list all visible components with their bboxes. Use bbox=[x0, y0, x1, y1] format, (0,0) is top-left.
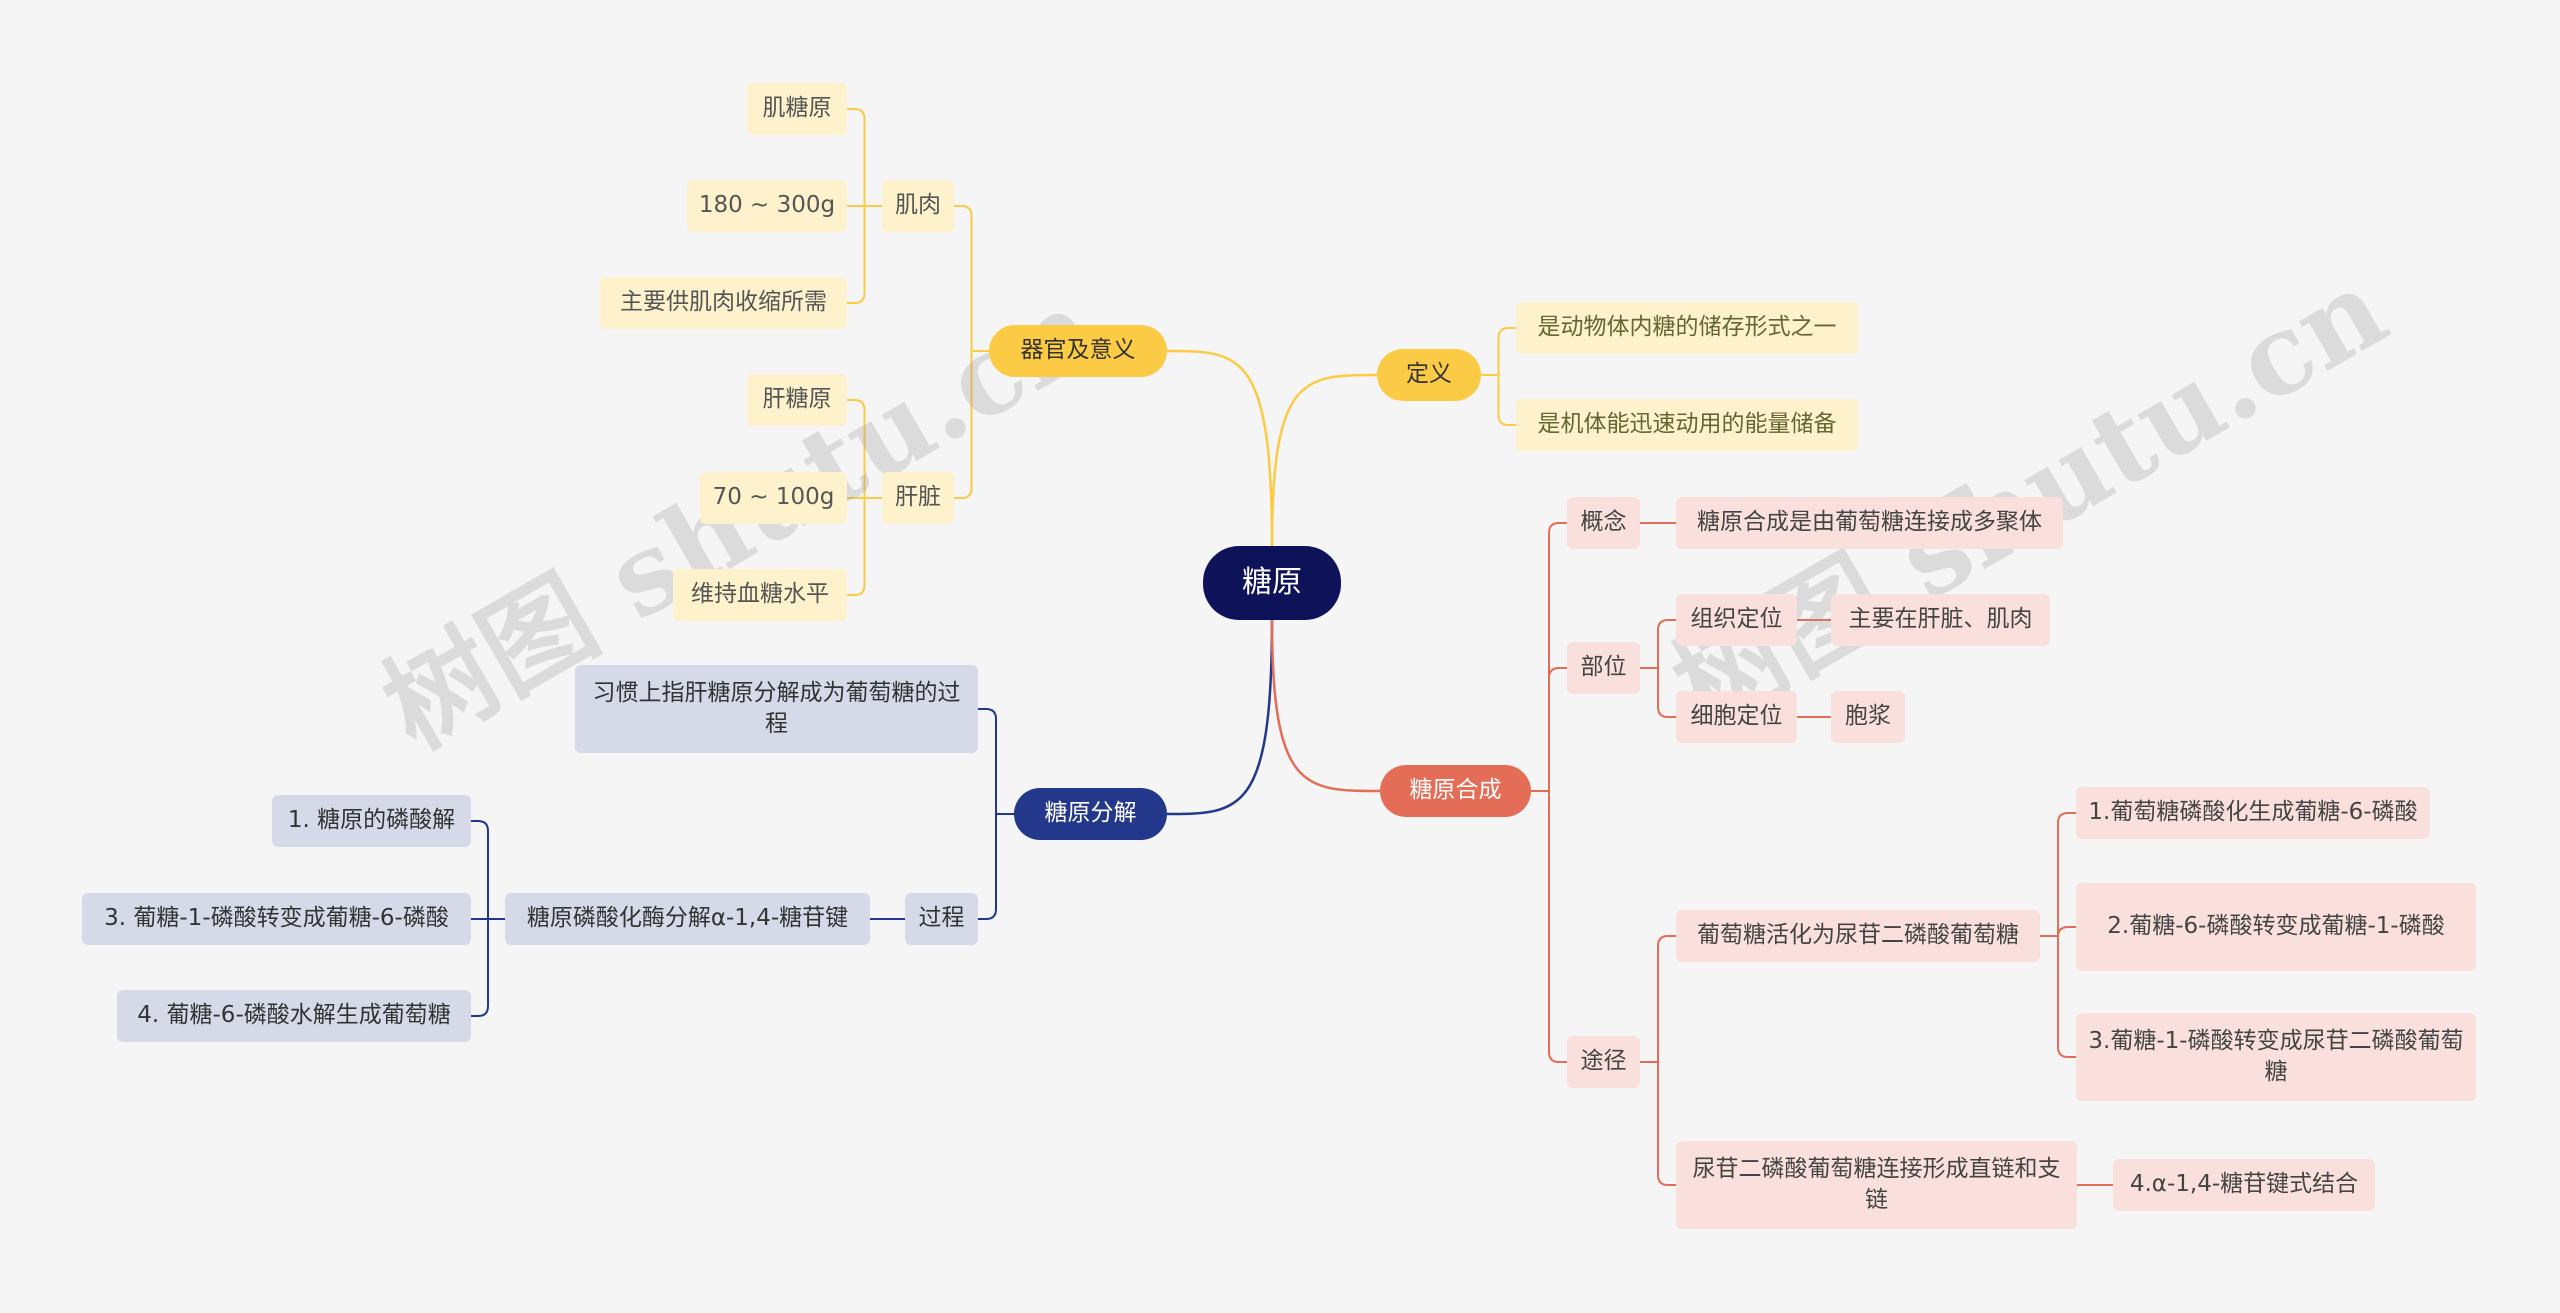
edge-substeps-2 bbox=[470, 918, 489, 1017]
edge-synthesis-2 bbox=[1548, 790, 1568, 1063]
node-phosphorylase-step[interactable]: 糖原磷酸化酶分解α-1,4-糖苷键 bbox=[505, 893, 870, 945]
branch-definition[interactable]: 定义 bbox=[1377, 349, 1481, 401]
edge-muscle-0 bbox=[846, 108, 866, 207]
edge-liver-2 bbox=[846, 497, 866, 596]
branch-breakdown[interactable]: 糖原分解 bbox=[1014, 788, 1167, 840]
node-linking[interactable]: 尿苷二磷酸葡萄糖连接形成直链和支链 bbox=[1676, 1141, 2077, 1229]
edge-activation-1 bbox=[2057, 926, 2077, 938]
node-activation[interactable]: 葡萄糖活化为尿苷二磷酸葡萄糖 bbox=[1676, 910, 2040, 962]
node-pathway[interactable]: 途径 bbox=[1567, 1036, 1640, 1088]
leaf-activation-step-2[interactable]: 2.葡糖-6-磷酸转变成葡糖-1-磷酸 bbox=[2076, 883, 2476, 971]
leaf-muscle-function[interactable]: 主要供肌肉收缩所需 bbox=[600, 277, 847, 329]
edge-root-organ bbox=[1165, 349, 1274, 548]
edge-synthesis-0 bbox=[1548, 522, 1568, 792]
edge-definition-1 bbox=[1497, 374, 1517, 426]
edge-activation-0 bbox=[2057, 812, 2077, 937]
node-cell-location[interactable]: 细胞定位 bbox=[1676, 691, 1797, 743]
node-location[interactable]: 部位 bbox=[1567, 642, 1640, 694]
node-muscle[interactable]: 肌肉 bbox=[882, 180, 954, 232]
edge-location-1 bbox=[1657, 667, 1677, 718]
leaf-linking-step[interactable]: 4.α-1,4-糖苷键式结合 bbox=[2113, 1159, 2375, 1211]
node-tissue-location[interactable]: 组织定位 bbox=[1676, 594, 1797, 646]
leaf-muscle-glycogen[interactable]: 肌糖原 bbox=[747, 83, 847, 135]
edge-pathway-1 bbox=[1657, 1061, 1677, 1186]
branch-organ[interactable]: 器官及意义 bbox=[989, 325, 1167, 377]
node-breakdown-description[interactable]: 习惯上指肝糖原分解成为葡萄糖的过程 bbox=[575, 665, 978, 753]
edge-organ-1 bbox=[953, 350, 973, 499]
edge-root-breakdown bbox=[1165, 618, 1274, 816]
edge-substeps-0 bbox=[470, 820, 489, 920]
edge-synthesis-1 bbox=[1548, 667, 1568, 792]
edge-activation-2 bbox=[2057, 935, 2077, 1058]
leaf-activation-step-3[interactable]: 3.葡糖-1-磷酸转变成尿苷二磷酸葡萄糖 bbox=[2076, 1013, 2476, 1101]
node-liver[interactable]: 肝脏 bbox=[882, 472, 954, 524]
branch-synthesis[interactable]: 糖原合成 bbox=[1380, 765, 1531, 817]
edge-root-definition bbox=[1270, 373, 1379, 548]
leaf-cell-location-value[interactable]: 胞浆 bbox=[1831, 691, 1905, 743]
edge-definition-0 bbox=[1497, 327, 1517, 376]
leaf-definition-storage[interactable]: 是动物体内糖的储存形式之一 bbox=[1516, 302, 1858, 354]
edge-muscle-2 bbox=[846, 205, 866, 304]
edge-breakdown-0 bbox=[977, 708, 997, 815]
leaf-substep-1[interactable]: 1. 糖原的磷酸解 bbox=[272, 795, 471, 847]
leaf-tissue-location-value[interactable]: 主要在肝脏、肌肉 bbox=[1831, 594, 2050, 646]
leaf-liver-function[interactable]: 维持血糖水平 bbox=[673, 569, 847, 621]
node-breakdown-process[interactable]: 过程 bbox=[905, 893, 978, 945]
leaf-muscle-amount[interactable]: 180 ~ 300g bbox=[687, 180, 847, 232]
edge-root-synthesis bbox=[1270, 618, 1382, 793]
leaf-substep-3[interactable]: 3. 葡糖-1-磷酸转变成葡糖-6-磷酸 bbox=[82, 893, 471, 945]
edge-location-0 bbox=[1657, 619, 1677, 669]
leaf-liver-amount[interactable]: 70 ~ 100g bbox=[700, 472, 847, 524]
leaf-substep-4[interactable]: 4. 葡糖-6-磷酸水解生成葡萄糖 bbox=[117, 990, 471, 1042]
edge-pathway-0 bbox=[1657, 935, 1677, 1063]
leaf-liver-glycogen[interactable]: 肝糖原 bbox=[747, 374, 847, 426]
leaf-activation-step-1[interactable]: 1.葡萄糖磷酸化生成葡糖-6-磷酸 bbox=[2076, 787, 2430, 839]
leaf-definition-energy[interactable]: 是机体能迅速动用的能量储备 bbox=[1516, 399, 1858, 451]
edge-organ-0 bbox=[953, 205, 973, 352]
edge-breakdown-1 bbox=[977, 813, 997, 920]
node-concept[interactable]: 概念 bbox=[1567, 497, 1640, 549]
leaf-concept-value[interactable]: 糖原合成是由葡萄糖连接成多聚体 bbox=[1676, 497, 2063, 549]
edge-liver-0 bbox=[846, 399, 866, 499]
root-node[interactable]: 糖原 bbox=[1203, 546, 1341, 620]
